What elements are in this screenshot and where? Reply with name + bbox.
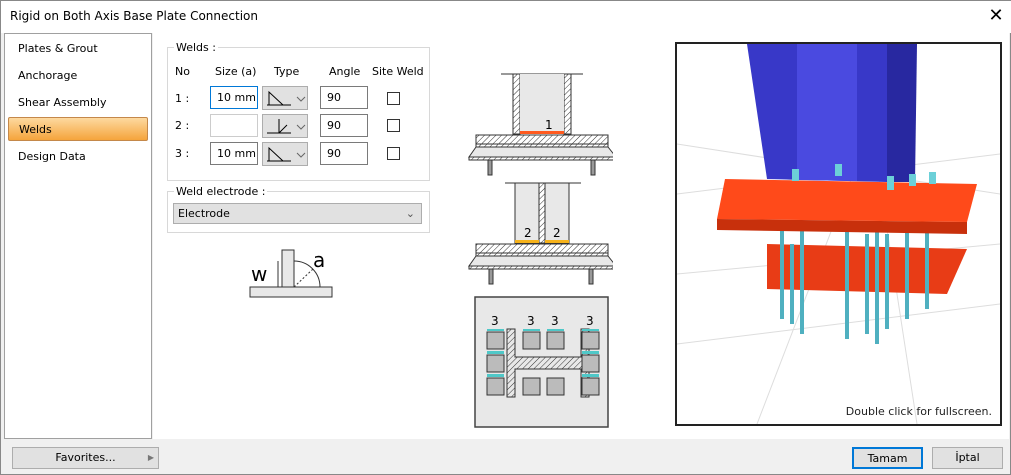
3d-model xyxy=(677,44,1000,424)
3d-preview[interactable]: Double click for fullscreen. xyxy=(675,42,1002,426)
sidebar-item-design-data[interactable]: Design Data xyxy=(18,150,86,163)
weld-1-label: 1 xyxy=(545,118,553,132)
a-label: a xyxy=(313,248,325,272)
chevron-right-icon: ▶ xyxy=(147,453,154,462)
weld-3-label: 3 xyxy=(586,314,594,328)
header-no: No xyxy=(175,65,190,78)
w-label: w xyxy=(251,262,267,286)
fullscreen-hint: Double click for fullscreen. xyxy=(845,405,992,418)
electrode-group: Weld electrode : xyxy=(167,185,430,233)
row2-size-input[interactable] xyxy=(210,114,258,137)
sidebar-item-anchorage[interactable]: Anchorage xyxy=(18,69,78,82)
anchor-bolts xyxy=(486,331,600,396)
electrode-select[interactable]: Electrode ⌄ xyxy=(173,203,422,224)
weld-3-label: 3 xyxy=(551,314,559,328)
sidebar-item-welds[interactable]: Welds xyxy=(8,117,148,141)
weld-2-label: 2 xyxy=(553,226,561,240)
close-icon[interactable]: ✕ xyxy=(988,5,1004,26)
cancel-button[interactable]: İptal xyxy=(932,447,1003,469)
header-type: Type xyxy=(274,65,300,78)
row3-size-input[interactable]: 10 mm xyxy=(210,142,258,165)
sidebar-item-shear-assembly[interactable]: Shear Assembly xyxy=(18,96,107,109)
fillet-weld-icon xyxy=(267,90,306,106)
weld-location-diagram: 1 2 2 3 3 3 3 xyxy=(468,73,613,428)
row1-size-input[interactable]: 10 mm xyxy=(210,86,258,109)
electrode-value: Electrode xyxy=(178,207,230,220)
row3-no: 3 : xyxy=(175,147,190,160)
favorites-button[interactable]: Favorites... ▶ xyxy=(12,447,159,469)
ok-button[interactable]: Tamam xyxy=(852,447,923,469)
row1-angle-input[interactable]: 90 xyxy=(320,86,368,109)
electrode-legend: Weld electrode : xyxy=(176,185,266,198)
row1-type-select[interactable] xyxy=(262,86,308,110)
window-title: Rigid on Both Axis Base Plate Connection xyxy=(10,9,258,23)
row3-angle-input[interactable]: 90 xyxy=(320,142,368,165)
row2-no: 2 : xyxy=(175,119,190,132)
row1-site-weld-checkbox[interactable] xyxy=(387,92,400,105)
bevel-weld-icon xyxy=(267,119,306,134)
chevron-down-icon: ⌄ xyxy=(405,207,415,220)
weld-3-label: 3 xyxy=(527,314,535,328)
header-site-weld: Site Weld xyxy=(372,65,424,78)
favorites-label: Favorites... xyxy=(55,451,116,464)
sidebar-item-plates-grout[interactable]: Plates & Grout xyxy=(18,42,98,55)
weld-3-label: 3 xyxy=(491,314,499,328)
weld-size-diagram: w a xyxy=(249,248,333,298)
header-size: Size (a) xyxy=(215,65,257,78)
header-angle: Angle xyxy=(329,65,361,78)
fillet-weld-icon xyxy=(267,146,306,162)
row2-angle-input[interactable]: 90 xyxy=(320,114,368,137)
sidebar: Plates & Grout Anchorage Shear Assembly … xyxy=(4,33,152,439)
row3-site-weld-checkbox[interactable] xyxy=(387,147,400,160)
row2-type-select[interactable] xyxy=(262,114,308,138)
welds-group: Welds : xyxy=(167,41,430,181)
weld-2-label: 2 xyxy=(524,226,532,240)
row3-type-select[interactable] xyxy=(262,142,308,166)
row2-site-weld-checkbox[interactable] xyxy=(387,119,400,132)
welds-legend: Welds : xyxy=(176,41,216,54)
title-bar: Rigid on Both Axis Base Plate Connection… xyxy=(1,1,1011,33)
row1-no: 1 : xyxy=(175,92,190,105)
